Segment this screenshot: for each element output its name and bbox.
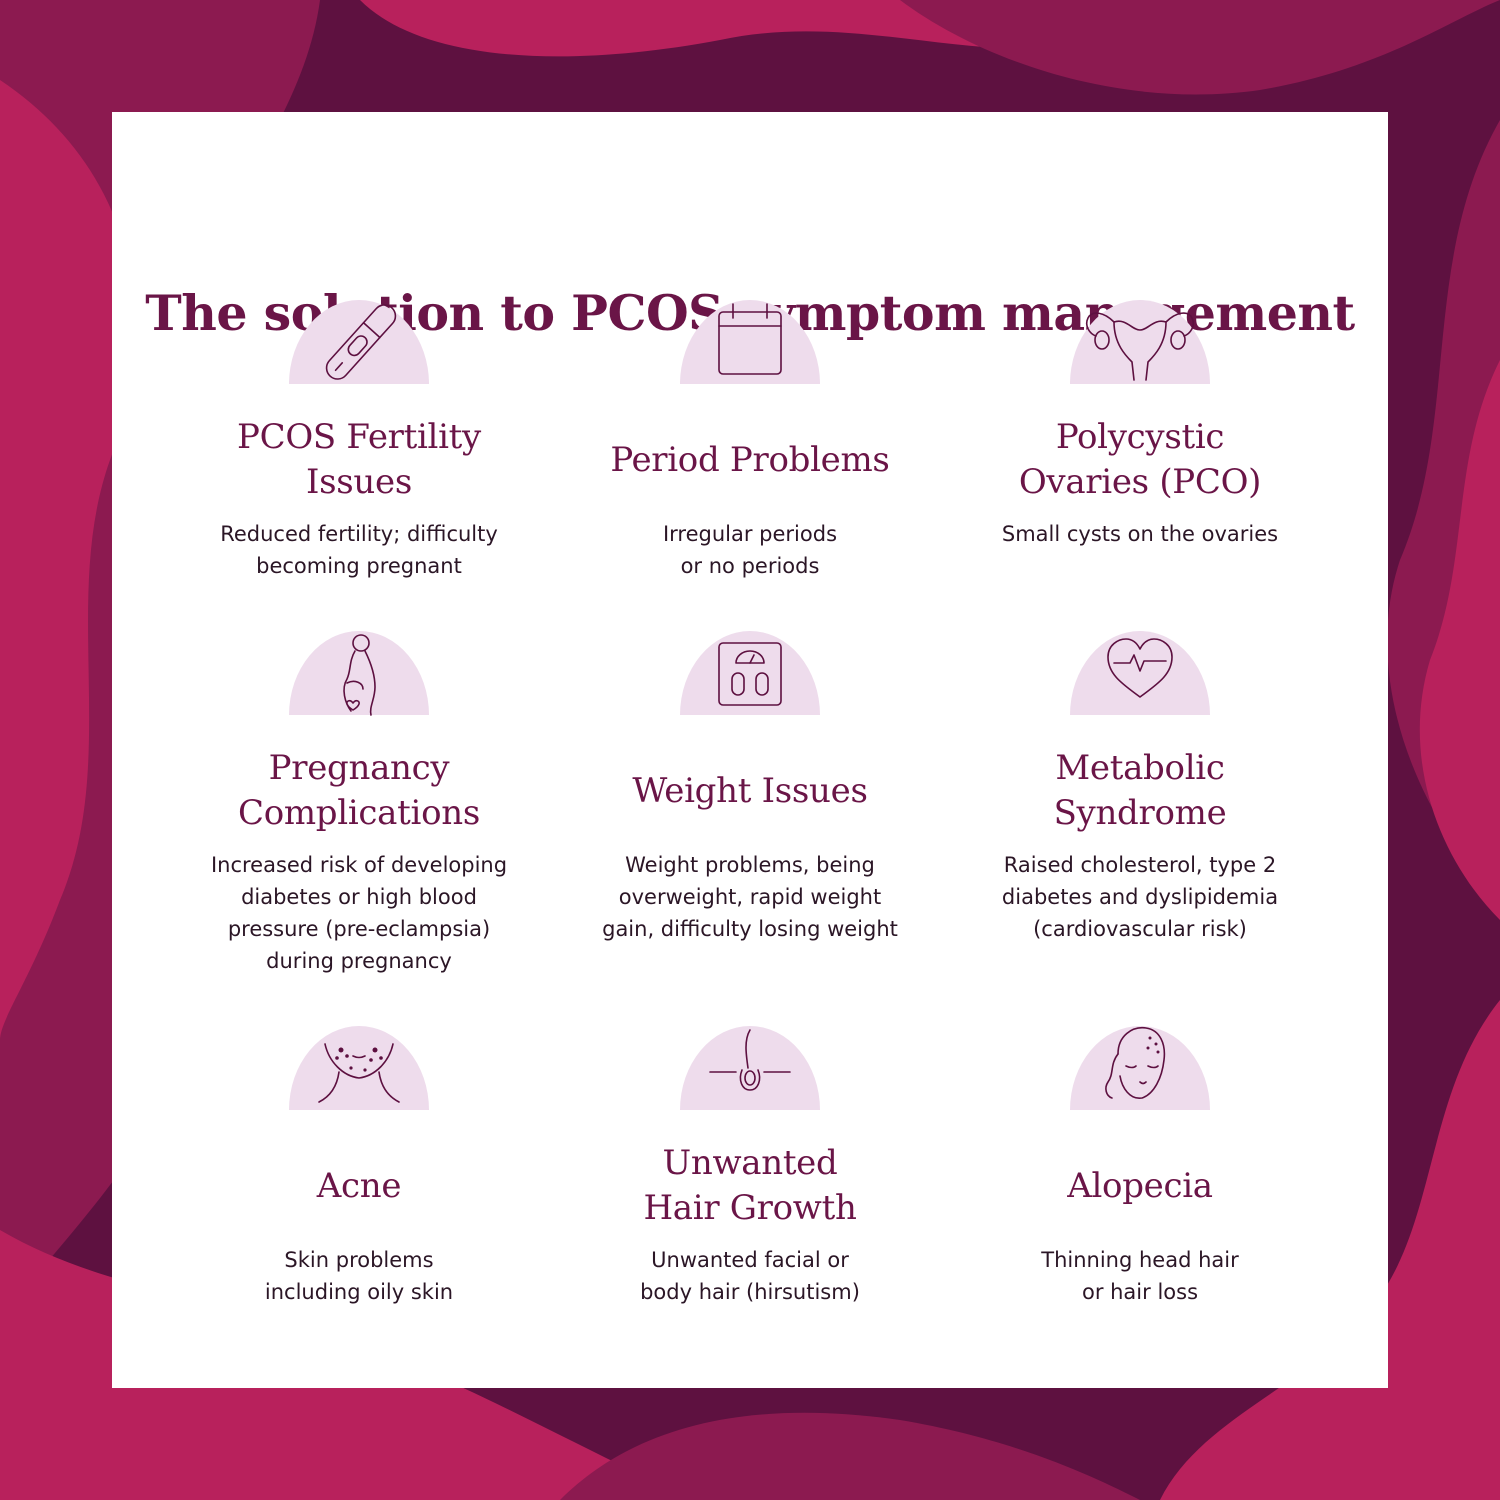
symptom-heading: Alopecia — [1067, 1165, 1213, 1206]
symptom-description: Unwanted facial or body hair (hirsutism) — [640, 1248, 860, 1304]
symptom-heading: Polycystic Ovaries (PCO) — [1018, 417, 1262, 502]
pregnancy-test-icon — [289, 300, 429, 384]
symptom-heading: Weight Issues — [632, 770, 868, 811]
symptom-heading: Pregnancy Complications — [237, 748, 480, 833]
symptom-description: Skin problems including oily skin — [264, 1248, 454, 1304]
uterus-ovaries-icon — [1070, 300, 1210, 384]
symptoms-card: The solution to PCOS symptom management … — [112, 112, 1388, 1388]
symptom-heading: Unwanted Hair Growth — [643, 1143, 857, 1228]
acne-face-icon — [289, 1026, 429, 1110]
heart-pulse-icon — [1070, 631, 1210, 715]
bathroom-scale-icon — [680, 631, 820, 715]
symptom-heading: Metabolic Syndrome — [1053, 748, 1227, 833]
symptom-heading: Period Problems — [610, 439, 890, 480]
symptom-description: Increased risk of developing diabetes or… — [210, 853, 508, 973]
symptom-description: Weight problems, being overweight, rapid… — [602, 853, 898, 941]
symptom-description: Thinning head hair or hair loss — [1041, 1248, 1239, 1304]
symptom-heading: PCOS Fertility Issues — [237, 417, 481, 502]
hair-follicle-icon — [680, 1026, 820, 1110]
symptom-description: Irregular periods or no periods — [662, 522, 838, 578]
symptom-description: Raised cholesterol, type 2 diabetes and … — [1001, 853, 1279, 941]
symptom-heading: Acne — [316, 1165, 402, 1206]
symptom-description: Reduced fertility; difficulty becoming p… — [220, 522, 498, 578]
symptom-description: Small cysts on the ovaries — [1001, 522, 1279, 546]
pregnant-woman-icon — [289, 631, 429, 716]
calendar-icon — [680, 300, 820, 384]
thinning-hair-face-icon — [1070, 1026, 1210, 1110]
